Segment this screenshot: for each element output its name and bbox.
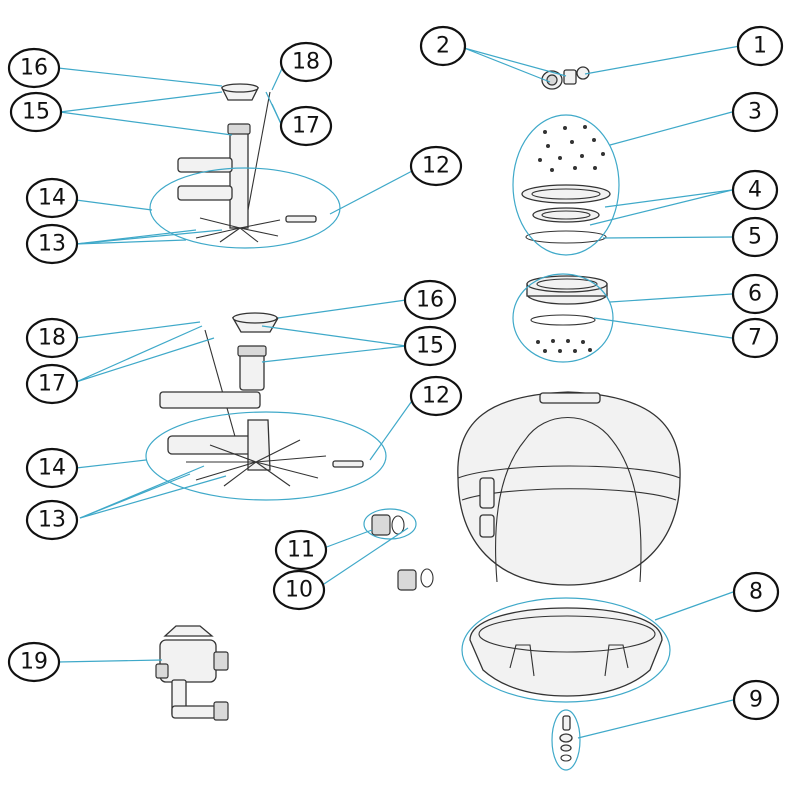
callout-6: 6 bbox=[731, 273, 779, 315]
svg-text:12: 12 bbox=[422, 154, 450, 179]
svg-text:10: 10 bbox=[285, 578, 313, 603]
part-lower-collector bbox=[159, 312, 364, 487]
part-filter-tank bbox=[457, 391, 681, 586]
svg-text:11: 11 bbox=[287, 538, 315, 563]
callout-5: 5 bbox=[731, 216, 779, 258]
callout-19: 19 bbox=[7, 641, 61, 683]
part-flange-oring bbox=[530, 314, 596, 326]
svg-text:9: 9 bbox=[749, 688, 763, 713]
part-lid-seal bbox=[532, 207, 600, 223]
svg-text:12: 12 bbox=[422, 384, 450, 409]
group-outline-8 bbox=[461, 597, 671, 703]
svg-text:18: 18 bbox=[292, 50, 320, 75]
callout-15-lower: 15 bbox=[403, 325, 457, 367]
svg-text:5: 5 bbox=[748, 225, 762, 250]
callout-8: 8 bbox=[732, 571, 780, 613]
part-tank-base bbox=[469, 607, 663, 697]
part-top-flange bbox=[526, 275, 608, 305]
svg-text:15: 15 bbox=[416, 334, 444, 359]
callout-17-lower: 17 bbox=[25, 363, 79, 405]
part-oring-lid bbox=[525, 230, 607, 244]
part-union-upper bbox=[371, 514, 405, 536]
callout-13-lower: 13 bbox=[25, 499, 79, 541]
svg-text:14: 14 bbox=[38, 456, 66, 481]
group-outline-14a bbox=[149, 167, 341, 249]
callout-9: 9 bbox=[732, 679, 780, 721]
svg-text:15: 15 bbox=[22, 100, 50, 125]
svg-text:16: 16 bbox=[416, 288, 444, 313]
svg-text:13: 13 bbox=[38, 508, 66, 533]
callout-12-lower: 12 bbox=[409, 375, 463, 417]
part-multiport-valve bbox=[155, 625, 229, 721]
svg-text:19: 19 bbox=[20, 650, 48, 675]
group-outline-14b bbox=[145, 411, 387, 501]
callout-16-lower: 16 bbox=[403, 279, 457, 321]
callout-10: 10 bbox=[272, 569, 326, 611]
part-union-lower bbox=[397, 568, 434, 591]
callout-7: 7 bbox=[731, 317, 779, 359]
callout-14-lower: 14 bbox=[25, 447, 79, 489]
callout-bubbles: 1 2 3 4 5 6 7 8 9 10 11 12 12 13 13 14 1… bbox=[7, 25, 784, 721]
callout-18-upper: 18 bbox=[279, 41, 333, 83]
group-outlines bbox=[145, 114, 671, 771]
part-drain-screw bbox=[559, 715, 573, 762]
callout-4: 4 bbox=[731, 169, 779, 211]
svg-text:6: 6 bbox=[748, 282, 762, 307]
group-outline-6 bbox=[512, 273, 614, 363]
leader-lines bbox=[57, 45, 741, 739]
callout-1: 1 bbox=[736, 25, 784, 67]
svg-text:1: 1 bbox=[753, 34, 767, 59]
svg-text:16: 16 bbox=[20, 56, 48, 81]
callout-17-upper: 17 bbox=[279, 105, 333, 147]
group-outline-10 bbox=[363, 508, 417, 540]
group-outline-3 bbox=[512, 114, 620, 256]
part-screw-set bbox=[538, 125, 605, 172]
callout-16-upper: 16 bbox=[7, 47, 61, 89]
part-upper-collector bbox=[177, 83, 317, 243]
callout-14-upper: 14 bbox=[25, 177, 79, 219]
callout-11: 11 bbox=[274, 529, 328, 571]
callout-2: 2 bbox=[419, 25, 467, 67]
callout-18-lower: 18 bbox=[25, 317, 79, 359]
svg-text:14: 14 bbox=[38, 186, 66, 211]
callout-15-upper: 15 bbox=[9, 91, 63, 133]
svg-text:8: 8 bbox=[749, 580, 763, 605]
part-lid-flange bbox=[521, 184, 611, 204]
svg-text:13: 13 bbox=[38, 232, 66, 257]
svg-text:18: 18 bbox=[38, 326, 66, 351]
svg-text:17: 17 bbox=[292, 114, 320, 139]
part-flange-bolts bbox=[536, 339, 592, 353]
part-drawings bbox=[155, 66, 681, 762]
group-outline-9 bbox=[551, 709, 581, 771]
svg-text:4: 4 bbox=[748, 178, 762, 203]
callout-12-upper: 12 bbox=[409, 145, 463, 187]
part-drain-plug bbox=[541, 66, 590, 90]
callout-3: 3 bbox=[731, 91, 779, 133]
callout-13-upper: 13 bbox=[25, 223, 79, 265]
svg-text:7: 7 bbox=[748, 326, 762, 351]
svg-text:2: 2 bbox=[436, 34, 450, 59]
svg-text:3: 3 bbox=[748, 100, 762, 125]
svg-text:17: 17 bbox=[38, 372, 66, 397]
